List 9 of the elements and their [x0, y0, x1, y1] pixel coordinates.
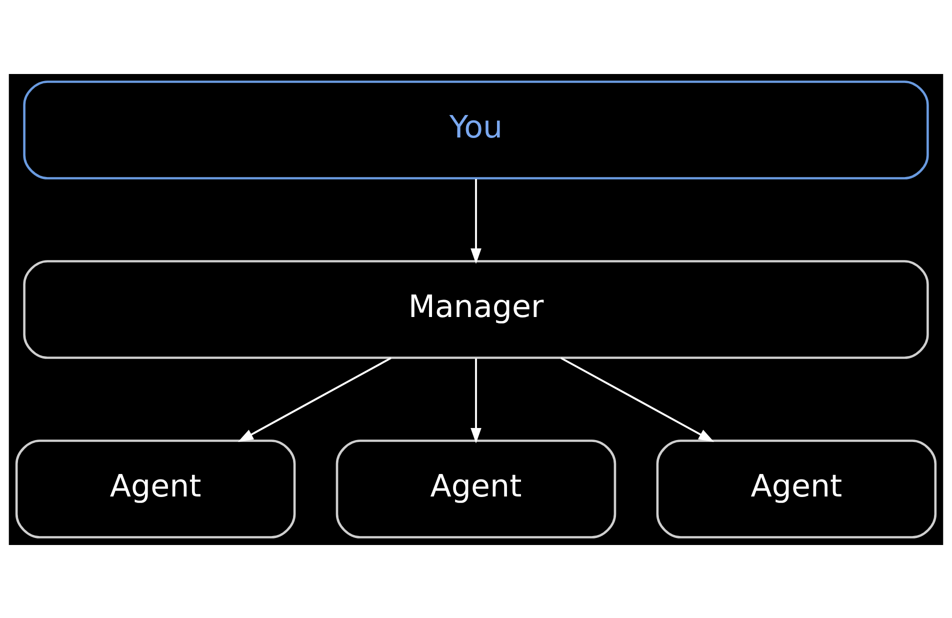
- node-box: You: [23, 80, 929, 179]
- node-box: Agent: [656, 439, 937, 538]
- node-box: Agent: [15, 439, 296, 538]
- node-box: Manager: [23, 260, 929, 358]
- arrow: [470, 178, 482, 264]
- arrow: [560, 356, 714, 442]
- arrow: [238, 356, 392, 442]
- node-box: Agent: [336, 439, 616, 538]
- arrow: [470, 358, 482, 443]
